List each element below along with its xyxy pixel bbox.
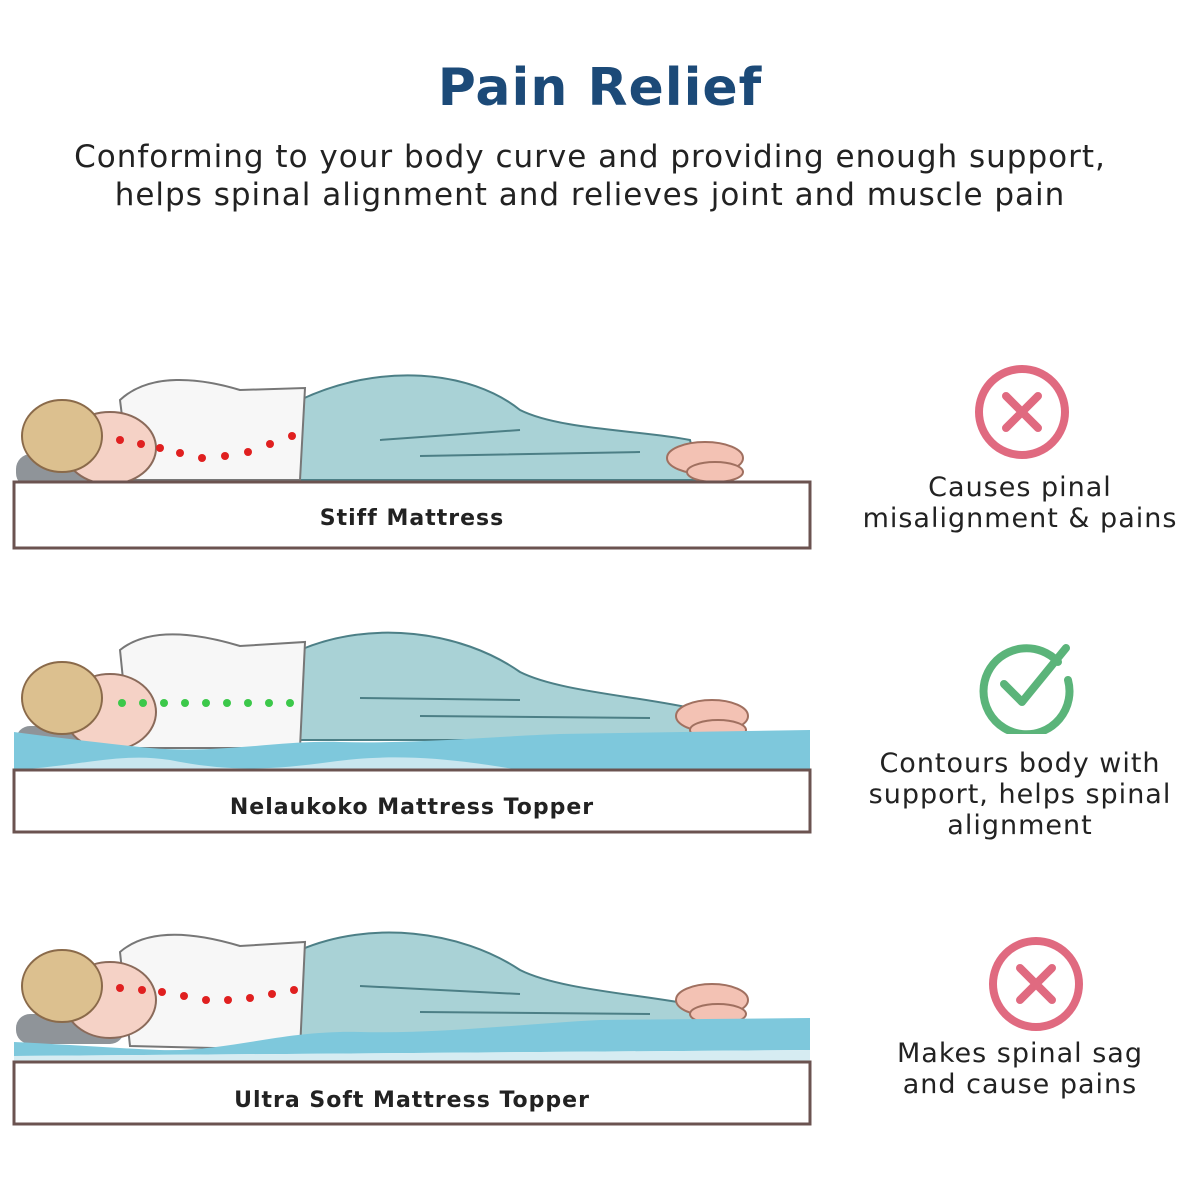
shirt bbox=[118, 633, 307, 749]
mattress-base bbox=[12, 768, 812, 834]
subtitle-line-2: helps spinal alignment and relieves join… bbox=[114, 177, 1066, 213]
pajama-legs bbox=[299, 374, 702, 481]
caption-line: support, helps spinal bbox=[868, 779, 1172, 810]
comparison-row-stiff: Stiff Mattress Causes pinal misalignment… bbox=[0, 360, 1200, 620]
comparison-row-ultra-soft: Ultra Soft Mattress Topper Makes spinal … bbox=[0, 920, 1200, 1180]
caption-line: misalignment & pains bbox=[862, 503, 1178, 534]
caption-line: Contours body with bbox=[879, 748, 1161, 779]
subtitle-line-1: Conforming to your body curve and provid… bbox=[74, 139, 1106, 175]
comparison-row-nelaukoko: Nelaukoko Mattress Topper Contours body … bbox=[0, 620, 1200, 880]
mattress-label: Nelaukoko Mattress Topper bbox=[229, 795, 595, 820]
sleeper-on-stiff-mattress-illustration bbox=[12, 374, 812, 550]
spine-misaligned-dots bbox=[116, 432, 296, 462]
verdict-caption: Contours body with support, helps spinal… bbox=[840, 748, 1200, 841]
caption-line: Makes spinal sag bbox=[897, 1038, 1143, 1069]
verdict-caption: Makes spinal sag and cause pains bbox=[840, 1038, 1200, 1100]
mattress-label: Ultra Soft Mattress Topper bbox=[234, 1088, 590, 1113]
nelaukoko-topper-layer bbox=[14, 730, 810, 770]
hair bbox=[21, 661, 103, 735]
ultra-soft-topper-layer bbox=[14, 1018, 810, 1056]
x-circle-icon bbox=[989, 937, 1083, 1031]
check-circle-icon bbox=[979, 644, 1074, 734]
hair bbox=[21, 949, 103, 1023]
page-title: Pain Relief bbox=[437, 58, 763, 118]
x-circle-icon bbox=[975, 365, 1069, 459]
stiff-mattress-block bbox=[12, 480, 812, 550]
mattress-label: Stiff Mattress bbox=[319, 506, 505, 531]
spine-aligned-dots bbox=[118, 699, 294, 707]
page-subtitle: Conforming to your body curve and provid… bbox=[0, 138, 1180, 214]
shirt bbox=[118, 379, 307, 481]
sleeper-on-ultra-soft-topper-illustration bbox=[12, 931, 812, 1126]
caption-line: alignment bbox=[947, 810, 1093, 841]
spine-sagging-dots bbox=[116, 984, 298, 1004]
mattress-base bbox=[12, 1060, 812, 1126]
sleeper-on-nelaukoko-topper-illustration bbox=[12, 631, 812, 834]
caption-line: Causes pinal bbox=[928, 472, 1112, 503]
verdict-caption: Causes pinal misalignment & pains bbox=[840, 472, 1200, 534]
pajama-legs bbox=[299, 631, 707, 741]
hair bbox=[21, 399, 103, 473]
shirt bbox=[118, 933, 307, 1052]
caption-line: and cause pains bbox=[902, 1069, 1138, 1100]
pajama-legs bbox=[299, 931, 707, 1044]
